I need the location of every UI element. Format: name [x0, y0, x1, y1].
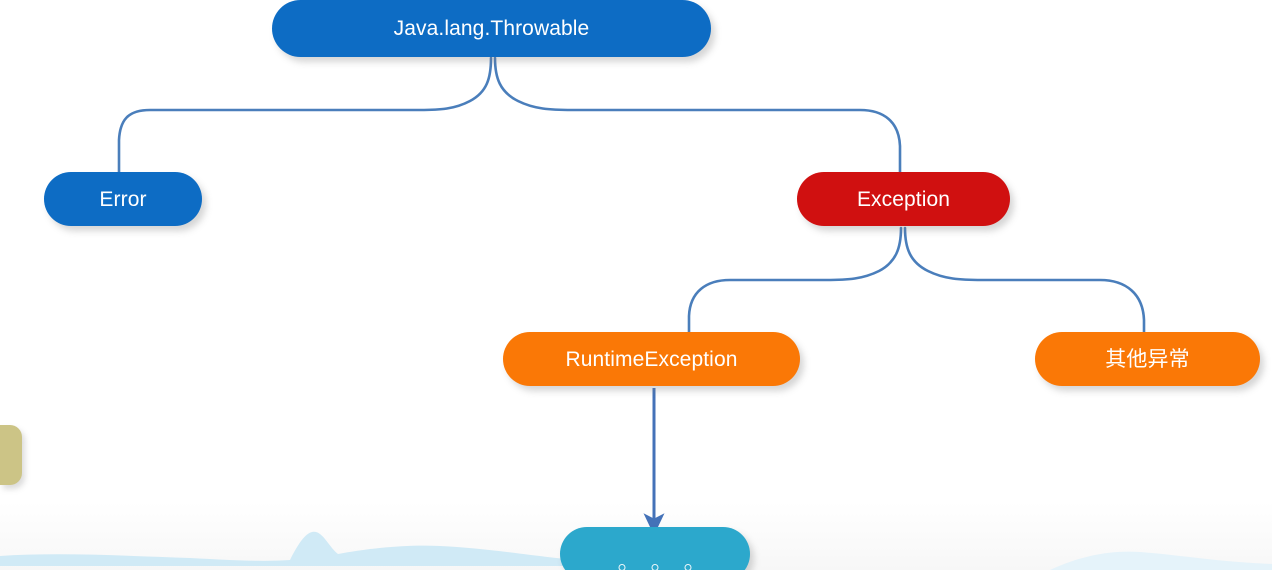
dot-2 — [651, 564, 659, 570]
node-label-other-exceptions: 其他异常 — [1105, 347, 1190, 371]
node-runtime-exception[interactable]: RuntimeException — [503, 332, 800, 386]
node-label-error: Error — [99, 187, 147, 211]
node-exception[interactable]: Exception — [797, 172, 1010, 226]
edge-exception-runtime — [687, 226, 903, 334]
node-label-throwable: Java.lang.Throwable — [393, 17, 590, 40]
node-more[interactable] — [560, 527, 750, 570]
edge-throwable-exception — [493, 56, 902, 174]
node-other-exceptions[interactable]: 其他异常 — [1035, 332, 1260, 386]
node-label-runtime-exception: RuntimeException — [565, 347, 738, 371]
dot-1 — [618, 564, 626, 570]
ellipsis-dots-icon — [618, 564, 692, 570]
edge-exception-other — [903, 226, 1146, 334]
node-label-exception: Exception — [856, 187, 951, 211]
edge-throwable-error — [117, 56, 493, 174]
dot-3 — [684, 564, 692, 570]
node-error[interactable]: Error — [44, 172, 202, 226]
side-card-decoration — [0, 425, 22, 485]
node-throwable[interactable]: Java.lang.Throwable — [272, 0, 711, 57]
